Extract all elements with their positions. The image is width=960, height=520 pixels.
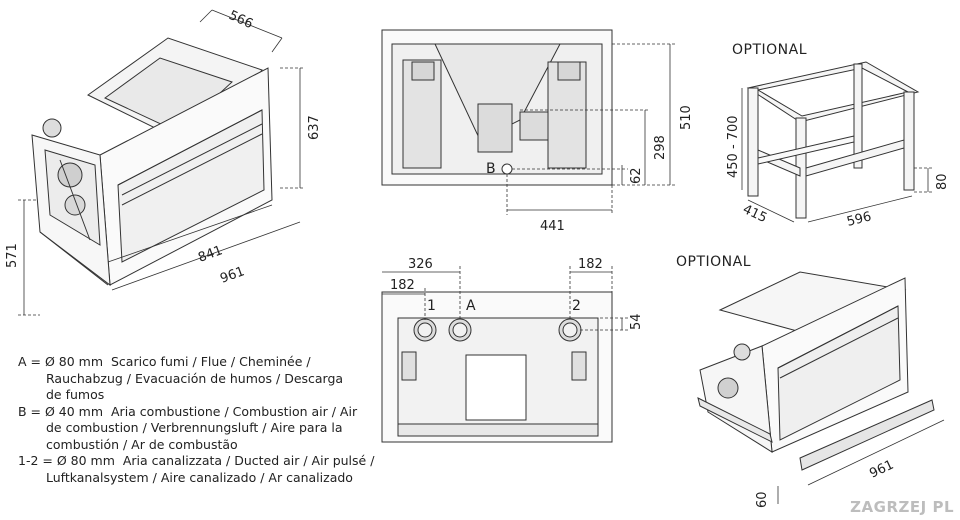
iso-fireplace-view (31, 37, 273, 287)
stand-dimension-lines (741, 88, 934, 223)
legend-line: de fumos (46, 387, 105, 402)
legend-item-b: B = Ø 40 mm Aria combustione / Combustio… (18, 404, 398, 454)
legend: A = Ø 80 mm Scarico fumi / Flue / Chemin… (18, 354, 398, 486)
marker-2: 2 (572, 298, 581, 314)
dim-841: 841 (196, 243, 224, 266)
marker-b: B (486, 161, 496, 177)
rail-title: OPTIONAL (676, 254, 751, 270)
dim-80: 80 (935, 173, 950, 190)
rail-view (697, 271, 935, 471)
dim-566: 566 (226, 8, 255, 32)
dim-450-700: 450 - 700 (726, 115, 741, 178)
marker-a: A (466, 298, 476, 314)
top-view (381, 29, 613, 186)
legend-line: Luftkanalsystem / Aire canalizado / Ar c… (46, 469, 353, 485)
legend-line: Aria canalizzata / Ducted air / Air puls… (122, 453, 375, 468)
dim-596: 596 (845, 209, 873, 230)
dim-510: 510 (679, 105, 694, 130)
legend-line: Rauchabzug / Evacuación de humos / Desca… (46, 370, 344, 386)
legend-key: 1-2 = Ø 80 mm (18, 453, 115, 468)
dim-961: 961 (218, 264, 246, 287)
stand-view (746, 61, 920, 219)
marker-1: 1 (427, 298, 436, 314)
dim-182-left: 182 (390, 278, 415, 293)
legend-key: A = Ø 80 mm (18, 354, 104, 369)
legend-line: de combustion / Verbrennungsluft / Aire … (46, 420, 343, 435)
top-view-dimension-lines (506, 43, 676, 215)
watermark-logo: ZAGRZEJ PL (850, 498, 954, 516)
dim-961-rail: 961 (867, 458, 896, 482)
rail-dimension-lines (777, 419, 945, 504)
dim-60: 60 (755, 491, 770, 508)
dim-637: 637 (307, 115, 322, 140)
dim-298: 298 (653, 135, 668, 160)
legend-line: combustión / Ar de combustão (46, 436, 238, 452)
dim-571: 571 (5, 243, 20, 268)
dim-62: 62 (629, 167, 644, 184)
dim-54: 54 (629, 313, 644, 330)
rear-view-dimension-lines (382, 266, 628, 331)
dim-415: 415 (740, 202, 769, 226)
legend-line: Aria combustione / Combustion air / Air (111, 403, 358, 419)
stand-title: OPTIONAL (732, 42, 807, 58)
dim-182-right: 182 (578, 257, 603, 272)
legend-line: Scarico fumi / Flue / Cheminée / (110, 354, 311, 369)
iso-dimension-lines (18, 9, 305, 316)
dim-326: 326 (408, 257, 433, 272)
legend-item-1-2: 1-2 = Ø 80 mm Aria canalizzata / Ducted … (18, 453, 398, 486)
dim-441: 441 (540, 219, 565, 234)
legend-key: B = Ø 40 mm (18, 403, 104, 419)
rear-view (381, 291, 613, 443)
legend-item-a: A = Ø 80 mm Scarico fumi / Flue / Chemin… (18, 354, 398, 404)
